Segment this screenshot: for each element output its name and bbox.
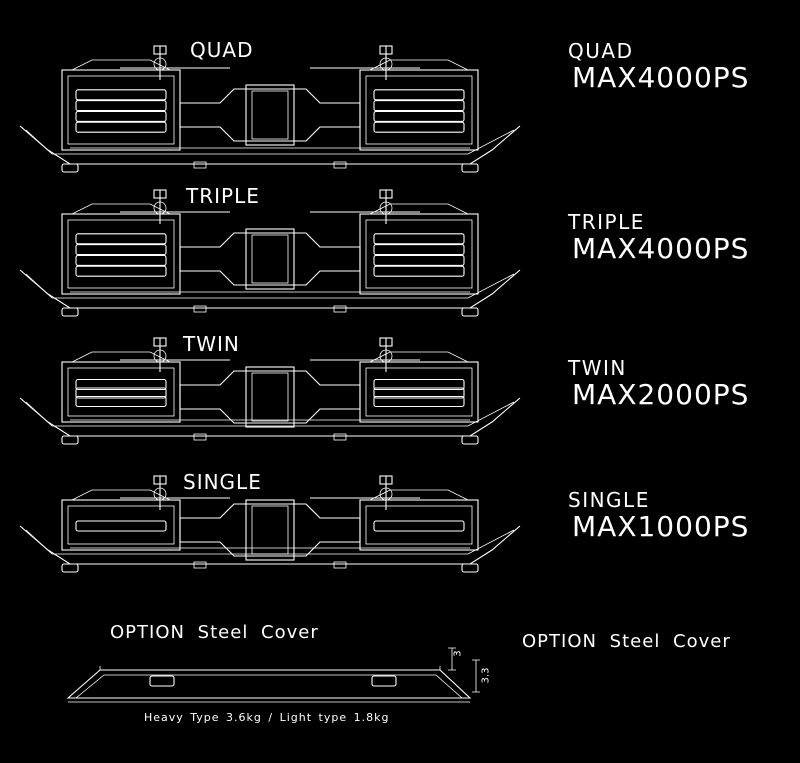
triple-diagram-label: TRIPLE [186,184,260,208]
cover-dimension-b: 3.3 [480,667,492,684]
cover-dimension-a: 3 [452,650,464,657]
quad-spec: QUAD MAX4000PS [568,40,749,94]
twin-spec: TWIN MAX2000PS [568,357,749,411]
twin-power: MAX2000PS [572,378,750,411]
triple-power: MAX4000PS [572,232,750,265]
quad-power: MAX4000PS [572,61,750,94]
triple-clutch-drawing [19,189,521,317]
triple-diagram: TRIPLE [0,182,540,332]
quad-diagram: QUAD [0,38,540,188]
option-name: OPTION Steel Cover [522,631,731,652]
single-diagram: SINGLE [0,468,540,588]
twin-diagram: TWIN [0,330,540,460]
triple-spec: TRIPLE MAX4000PS [568,211,749,265]
twin-name: TWIN [568,356,627,380]
quad-name: QUAD [568,39,634,63]
twin-clutch-drawing [19,337,521,445]
single-clutch-drawing [19,475,521,573]
quad-diagram-label: QUAD [190,38,254,62]
quad-clutch-drawing [19,45,521,173]
option-diagram-label: OPTION Steel Cover [110,622,319,643]
triple-name: TRIPLE [568,210,645,234]
twin-diagram-label: TWIN [183,332,240,356]
steel-cover-drawing [66,647,480,703]
single-spec: SINGLE MAX1000PS [568,489,749,543]
single-power: MAX1000PS [572,510,750,543]
single-diagram-label: SINGLE [183,470,262,494]
cover-weight-note: Heavy Type 3.6kg / Light type 1.8kg [144,711,390,724]
single-name: SINGLE [568,488,650,512]
